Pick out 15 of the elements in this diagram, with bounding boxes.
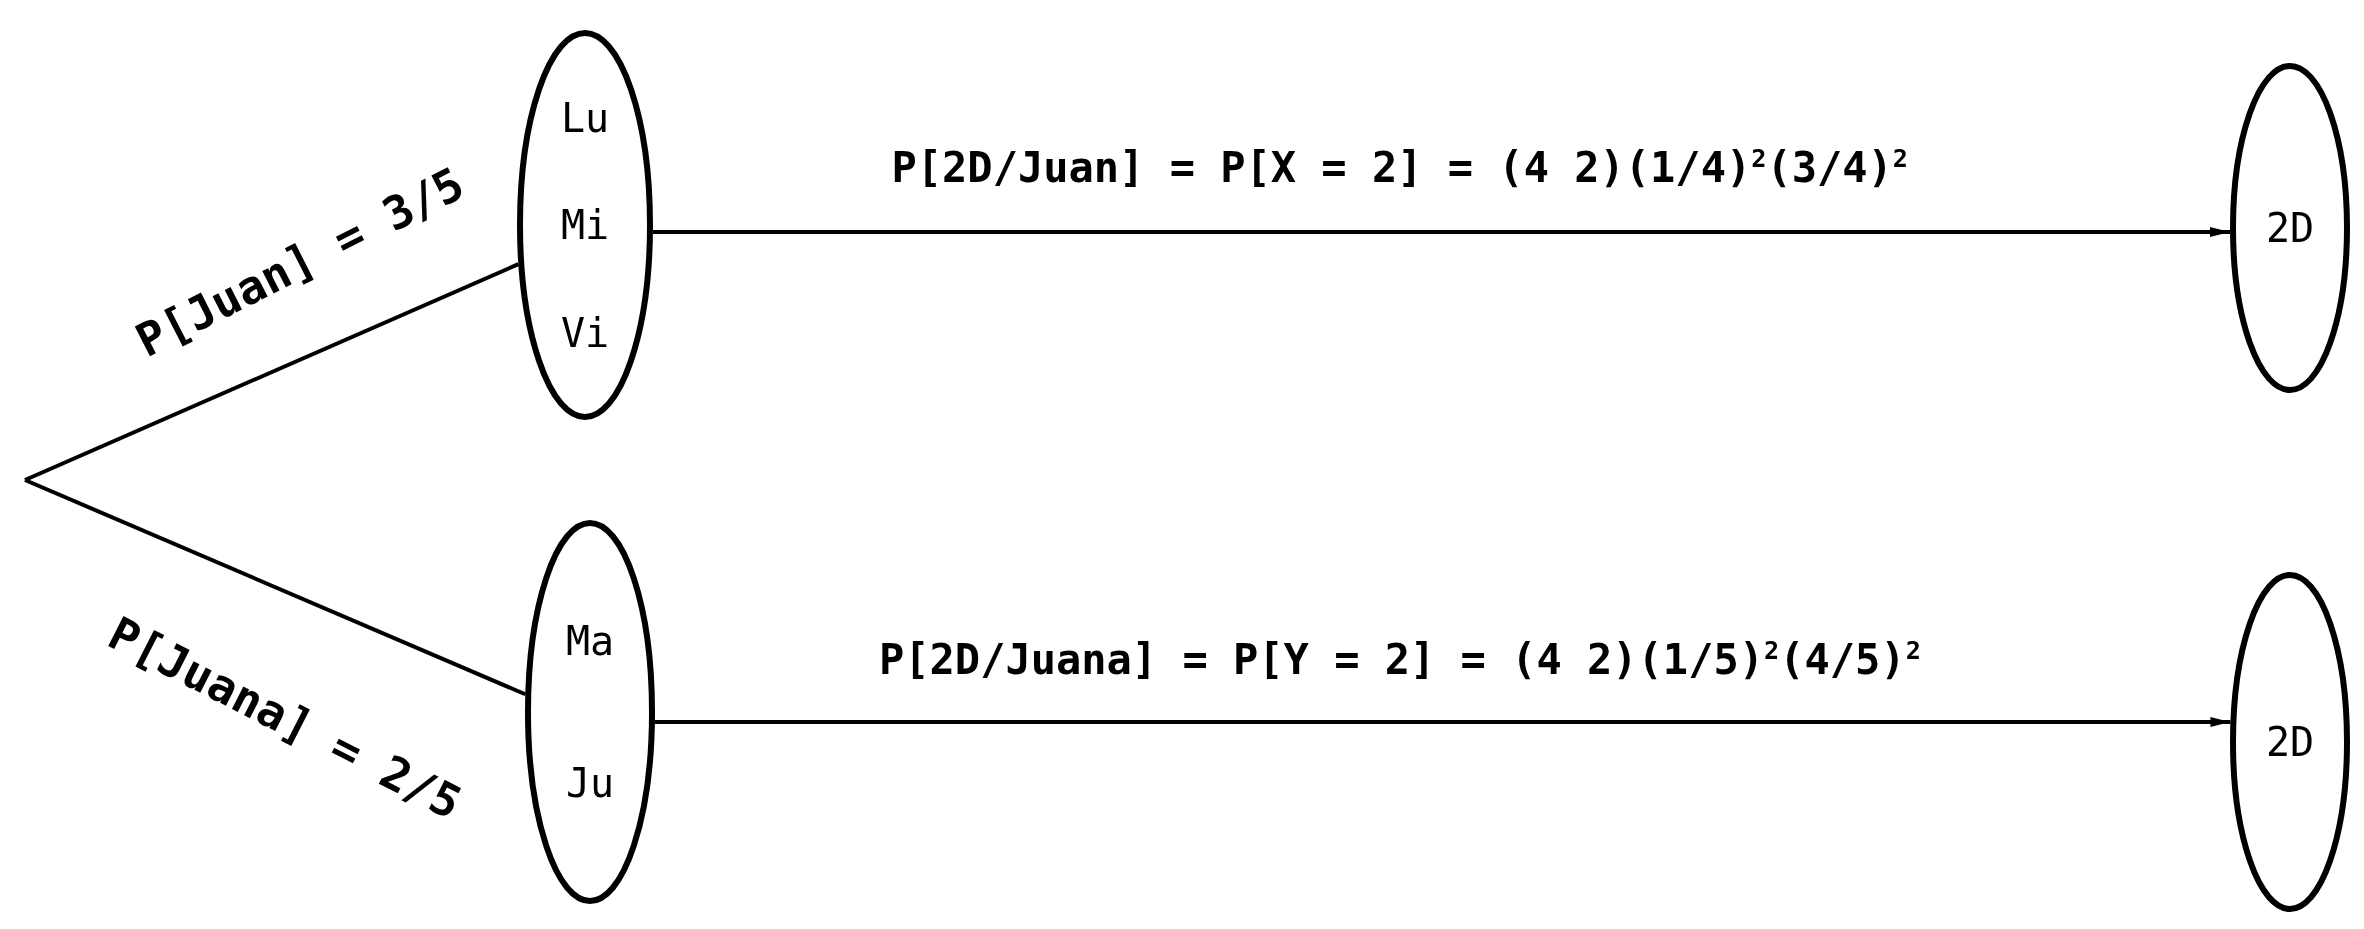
ellipse-node <box>517 30 653 420</box>
node-label: 2D <box>2265 208 2315 248</box>
node-label: Mi <box>560 205 610 245</box>
arrow <box>654 717 2231 727</box>
connector-line <box>24 262 520 482</box>
node-label: Ma <box>565 621 615 662</box>
ellipse-node <box>2230 63 2350 393</box>
arrow <box>652 227 2230 237</box>
ellipse-node <box>525 520 655 904</box>
ellipse-node <box>2230 572 2350 912</box>
connector-line <box>24 478 527 697</box>
node-label: Ju <box>565 762 615 803</box>
node-label: Lu <box>560 97 610 138</box>
node-label: 2D <box>2265 722 2315 762</box>
node-label: Vi <box>560 312 610 353</box>
